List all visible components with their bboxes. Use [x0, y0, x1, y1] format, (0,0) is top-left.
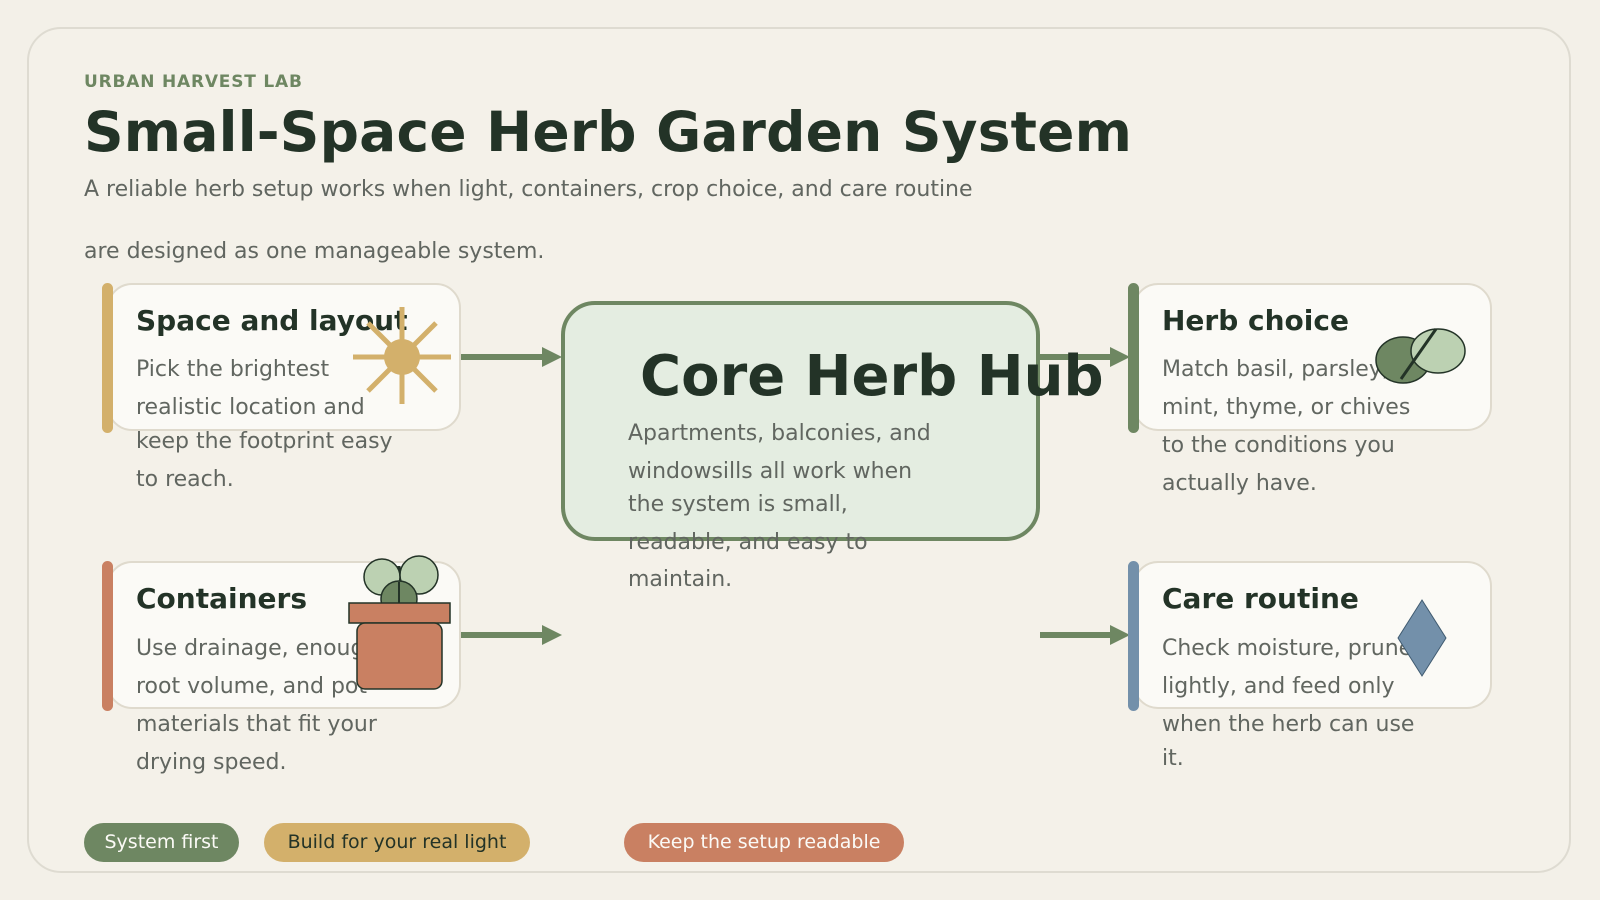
tag-real-light: Build for your real light [264, 823, 530, 862]
page-title: Small-Space Herb Garden System [84, 100, 1133, 164]
card-body-line: materials that fit your [136, 712, 377, 737]
card-title: Herb choice [1162, 304, 1349, 337]
card-body-line: Check moisture, prune [1162, 636, 1413, 661]
hub-body-line: windowsills all work when [628, 459, 913, 484]
card-accent-stripe [1128, 561, 1139, 711]
card-title: Containers [136, 582, 307, 615]
card-body-line: drying speed. [136, 750, 287, 775]
hub-title: Core Herb Hub [640, 344, 1104, 409]
card-body-line: keep the footprint easy [136, 429, 393, 454]
tag-readable-setup: Keep the setup readable [624, 823, 904, 862]
card-body-line: to reach. [136, 467, 234, 492]
arrowhead-herbs [1110, 347, 1130, 367]
hub-body-line: the system is small, [628, 492, 848, 517]
arrowhead-care [1110, 625, 1130, 645]
subtitle-line: are designed as one manageable system. [84, 239, 545, 264]
subtitle-line: A reliable herb setup works when light, … [84, 177, 973, 202]
card-title: Space and layout [136, 304, 408, 337]
card-body-line: when the herb can use [1162, 712, 1415, 737]
card-accent-stripe [102, 283, 113, 433]
hub-body-line: readable, and easy to [628, 530, 868, 555]
tag-system-first: System first [84, 823, 239, 862]
card-body-line: Match basil, parsley, [1162, 357, 1389, 382]
brand-kicker: URBAN HARVEST LAB [84, 72, 303, 92]
card-body-line: actually have. [1162, 471, 1317, 496]
card-body-line: root volume, and pot [136, 674, 368, 699]
card-body-line: lightly, and feed only [1162, 674, 1395, 699]
arrowhead-containers [542, 625, 562, 645]
hub-body-line: Apartments, balconies, and [628, 421, 931, 446]
core-herb-hub [561, 301, 1040, 541]
card-title: Care routine [1162, 582, 1359, 615]
card-body-line: mint, thyme, or chives [1162, 395, 1411, 420]
herb-leaves-icon [1375, 328, 1466, 384]
sun-icon [353, 307, 451, 404]
hub-body-line: maintain. [628, 567, 733, 592]
card-body-line: to the conditions you [1162, 433, 1395, 458]
card-body-line: Use drainage, enough [136, 636, 379, 661]
water-drop-icon [1397, 599, 1447, 677]
card-accent-stripe [102, 561, 113, 711]
pot-sprout-icon [348, 555, 451, 690]
arrowhead-space [542, 347, 562, 367]
card-body-line: realistic location and [136, 395, 365, 420]
card-body-line: Pick the brightest [136, 357, 330, 382]
card-body-line: it. [1162, 746, 1184, 771]
card-accent-stripe [1128, 283, 1139, 433]
